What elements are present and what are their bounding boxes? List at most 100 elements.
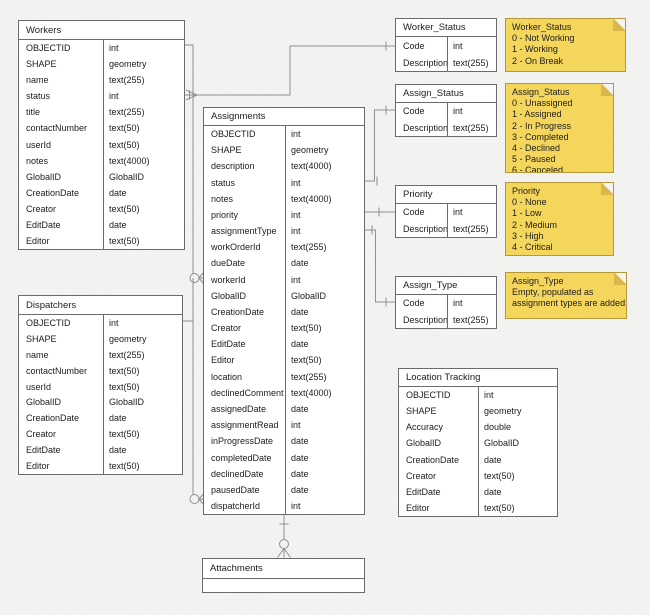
note-title: Worker_Status (512, 22, 572, 32)
field-type: geometry (109, 59, 147, 70)
field-type: date (109, 445, 127, 456)
field-type: text(50) (291, 355, 322, 366)
field-name: SHAPE (19, 330, 104, 347)
note-line: 3 - High (512, 230, 544, 241)
field-name: assignmentType (204, 223, 286, 240)
field-type: int (291, 226, 301, 237)
field-name: GlobalID (19, 394, 104, 411)
field-type: text(50) (109, 365, 140, 376)
connector-assignments-attachments (277, 515, 291, 558)
field-name: SHAPE (19, 56, 104, 73)
connector-workers-assignments (185, 44, 204, 284)
field-type: text(255) (109, 107, 145, 118)
table-row: Editor text(50) (19, 232, 184, 250)
field-type: date (484, 486, 502, 497)
field-type: date (109, 413, 127, 424)
table-title: Workers (19, 21, 184, 40)
field-type: int (291, 274, 301, 285)
field-type: GlobalID (484, 438, 520, 449)
field-name: Description (396, 119, 448, 136)
field-type: text(255) (109, 349, 145, 360)
field-type: text(255) (109, 75, 145, 86)
field-name: Creator (399, 467, 479, 484)
connector-dispatchers-assignments (182, 278, 204, 505)
table-row: assignmentType int (204, 223, 364, 240)
field-name: Code (396, 103, 448, 120)
field-type: date (291, 484, 309, 495)
field-name: Creator (19, 200, 104, 217)
field-type: double (484, 422, 512, 433)
field-name: Creator (19, 426, 104, 443)
field-name: OBJECTID (19, 40, 104, 57)
field-type: date (291, 452, 309, 463)
field-name: OBJECTID (399, 387, 479, 404)
field-type: text(4000) (109, 155, 150, 166)
field-type: int (291, 501, 301, 512)
field-type: geometry (291, 145, 329, 156)
field-name: Description (396, 311, 448, 328)
field-type: int (291, 129, 301, 140)
field-name: assignedDate (204, 400, 286, 418)
field-name: GlobalID (399, 435, 479, 452)
field-type: text(255) (453, 57, 489, 68)
field-name: SHAPE (204, 142, 286, 159)
field-type: int (453, 298, 463, 309)
field-type: text(4000) (291, 387, 332, 398)
field-type: date (291, 306, 309, 317)
note-line: 1 - Assigned (512, 109, 562, 120)
field-name: Code (396, 204, 448, 221)
field-name: Editor (399, 499, 479, 516)
field-name: CreationDate (399, 451, 479, 468)
field-type: int (109, 91, 119, 102)
table-empty-body (203, 579, 364, 592)
field-name: workOrderId (204, 239, 286, 256)
field-type: date (484, 454, 502, 465)
field-name: Editor (19, 232, 104, 250)
field-name: EditDate (19, 216, 104, 233)
field-type: date (291, 468, 309, 479)
field-type: geometry (484, 406, 522, 417)
field-type: text(50) (109, 139, 140, 150)
note-line: Empty, populated as (512, 287, 594, 298)
field-type: text(50) (109, 235, 140, 246)
note-line: 2 - Medium (512, 219, 558, 230)
table-title: Attachments (203, 559, 364, 579)
field-name: Editor (19, 458, 104, 475)
field-name: name (19, 72, 104, 89)
connector-assignments-priority (365, 207, 395, 217)
field-type: text(50) (291, 323, 322, 334)
field-type: text(50) (109, 203, 140, 214)
